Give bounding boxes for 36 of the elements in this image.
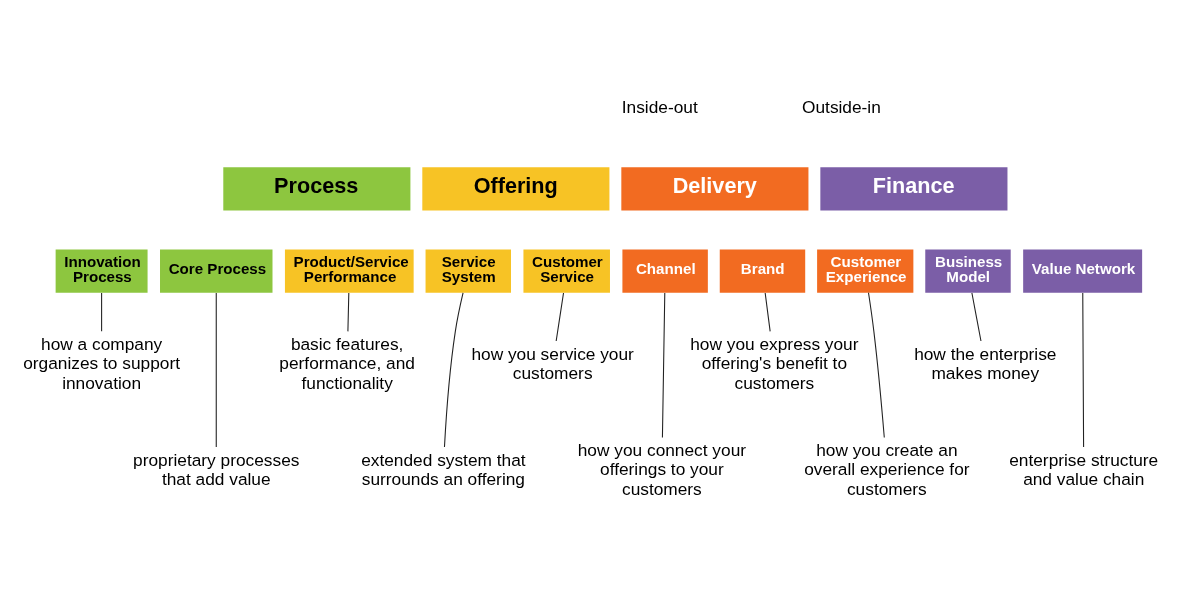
- node-box: Customer Service: [523, 248, 610, 293]
- connector: [764, 291, 771, 332]
- connector: [867, 291, 885, 438]
- connector: [661, 291, 666, 438]
- connector: [215, 291, 217, 448]
- node-box: Offering: [422, 166, 610, 210]
- connector: [347, 291, 350, 332]
- node-text: enterprise structure and value chain: [1009, 449, 1159, 489]
- node-text: how the enterprise makes money: [914, 343, 1057, 383]
- node-text: how you service your customers: [471, 343, 634, 383]
- node-box: Value Network: [1023, 248, 1143, 293]
- node-text: how you express your offering's benefit to customers: [690, 333, 859, 393]
- node-box: Core Process: [160, 248, 273, 293]
- node-box: Innovation Process: [55, 248, 148, 293]
- label: Inside-out: [621, 96, 698, 117]
- node-text: proprietary processes that add value: [133, 449, 300, 489]
- node-text: how you create an overall experience for customers: [804, 439, 970, 499]
- node-box: Brand: [719, 248, 806, 293]
- node-box: Product/Service Performance: [284, 248, 414, 293]
- node-box: Business Model: [925, 248, 1011, 293]
- node-box: Service System: [425, 248, 511, 293]
- node-text: how you connect your offerings to your customers: [577, 439, 747, 499]
- connector: [555, 291, 565, 342]
- label: Outside-in: [802, 96, 881, 117]
- connector: [443, 291, 464, 447]
- node-box: Channel: [622, 248, 708, 293]
- node-box: Delivery: [621, 166, 809, 210]
- connector: [971, 291, 982, 342]
- node-text: extended system that surrounds an offering: [361, 449, 526, 489]
- node-box: Finance: [820, 166, 1008, 210]
- node-text: basic features, performance, and functionality: [279, 333, 415, 393]
- node-text: how a company organizes to support innovation: [23, 333, 180, 393]
- node-box: Customer Experience: [817, 248, 914, 293]
- node-box: Process: [223, 166, 411, 210]
- connector: [101, 291, 103, 332]
- connector: [1082, 291, 1085, 448]
